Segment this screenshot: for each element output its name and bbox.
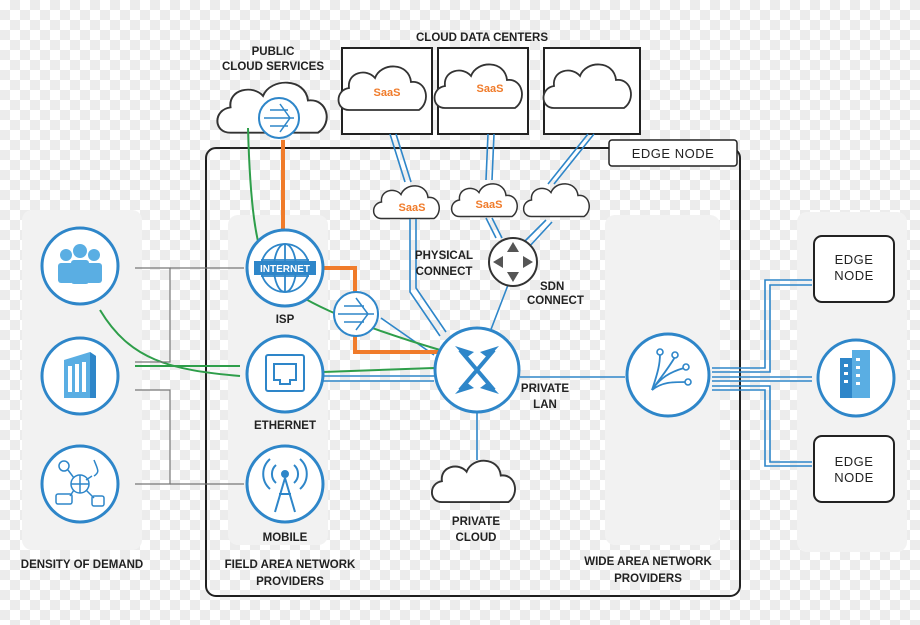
sdn-label-1: SDN — [540, 281, 564, 293]
sdn-label-2: CONNECT — [527, 295, 584, 307]
people-node[interactable] — [40, 226, 120, 306]
wide-area-label-1: WIDE AREA NETWORK — [584, 556, 712, 568]
physical-label-1: PHYSICAL — [415, 250, 473, 262]
building-node[interactable] — [40, 336, 120, 416]
edge-node-1-label-1: EDGE — [835, 252, 874, 267]
public-cloud-label-1: PUBLIC — [252, 46, 295, 58]
cloud-data-centers-label: CLOUD DATA CENTERS — [416, 32, 548, 44]
edge-node-2-label-1: EDGE — [835, 454, 874, 469]
saas-label-1: SaaS — [399, 202, 426, 214]
private-lan-label-2: LAN — [533, 399, 557, 411]
internet-label: INTERNET — [260, 264, 310, 275]
private-cloud-label-1: PRIVATE — [452, 516, 500, 528]
private-cloud-label-2: CLOUD — [456, 532, 497, 544]
building-icon — [64, 352, 96, 398]
edge-node-box-1[interactable] — [813, 235, 895, 303]
edge-node-2-label-2: NODE — [834, 470, 874, 485]
ethernet-label: ETHERNET — [254, 420, 316, 432]
saas-cloud-3-icon — [522, 183, 590, 218]
switch-icon[interactable] — [333, 291, 379, 337]
saas-label-dc-1: SaaS — [374, 87, 401, 99]
saas-label-2: SaaS — [476, 199, 503, 211]
cell-tower-icon — [262, 458, 308, 513]
edge-node-1-label-2: NODE — [834, 268, 874, 283]
ethernet-node[interactable] — [245, 334, 325, 414]
wide-area-label-2: PROVIDERS — [614, 573, 682, 585]
skyscraper-icon — [840, 350, 870, 398]
saas-label-dc-2: SaaS — [477, 83, 504, 95]
private-lan-label-1: PRIVATE — [521, 383, 569, 395]
mobile-node[interactable] — [245, 444, 325, 524]
public-cloud-label-2: CLOUD SERVICES — [222, 61, 324, 73]
people-icon — [58, 244, 102, 284]
isp-node[interactable]: INTERNET — [245, 228, 325, 308]
physical-label-2: CONNECT — [416, 266, 473, 278]
ethernet-port-icon — [265, 354, 305, 392]
mobile-label: MOBILE — [263, 532, 308, 544]
iot-node[interactable] — [40, 444, 120, 524]
field-area-label-2: PROVIDERS — [256, 576, 324, 588]
public-cloud-switch-icon — [258, 97, 300, 139]
edge-node-title-box — [608, 139, 738, 167]
sdn-icon[interactable] — [488, 237, 538, 287]
density-label: DENSITY OF DEMAND — [21, 559, 143, 571]
isp-label: ISP — [276, 314, 295, 326]
field-area-label-1: FIELD AREA NETWORK — [225, 559, 356, 571]
router-icon[interactable] — [433, 326, 521, 414]
edge-node-box-2[interactable] — [813, 435, 895, 503]
wan-hub-icon[interactable] — [625, 332, 711, 418]
iot-devices-icon — [55, 459, 105, 507]
edge-node-title: EDGE NODE — [632, 146, 715, 161]
internet-banner — [254, 261, 316, 275]
skyscraper-node[interactable] — [816, 338, 896, 418]
private-cloud-icon — [430, 459, 516, 504]
